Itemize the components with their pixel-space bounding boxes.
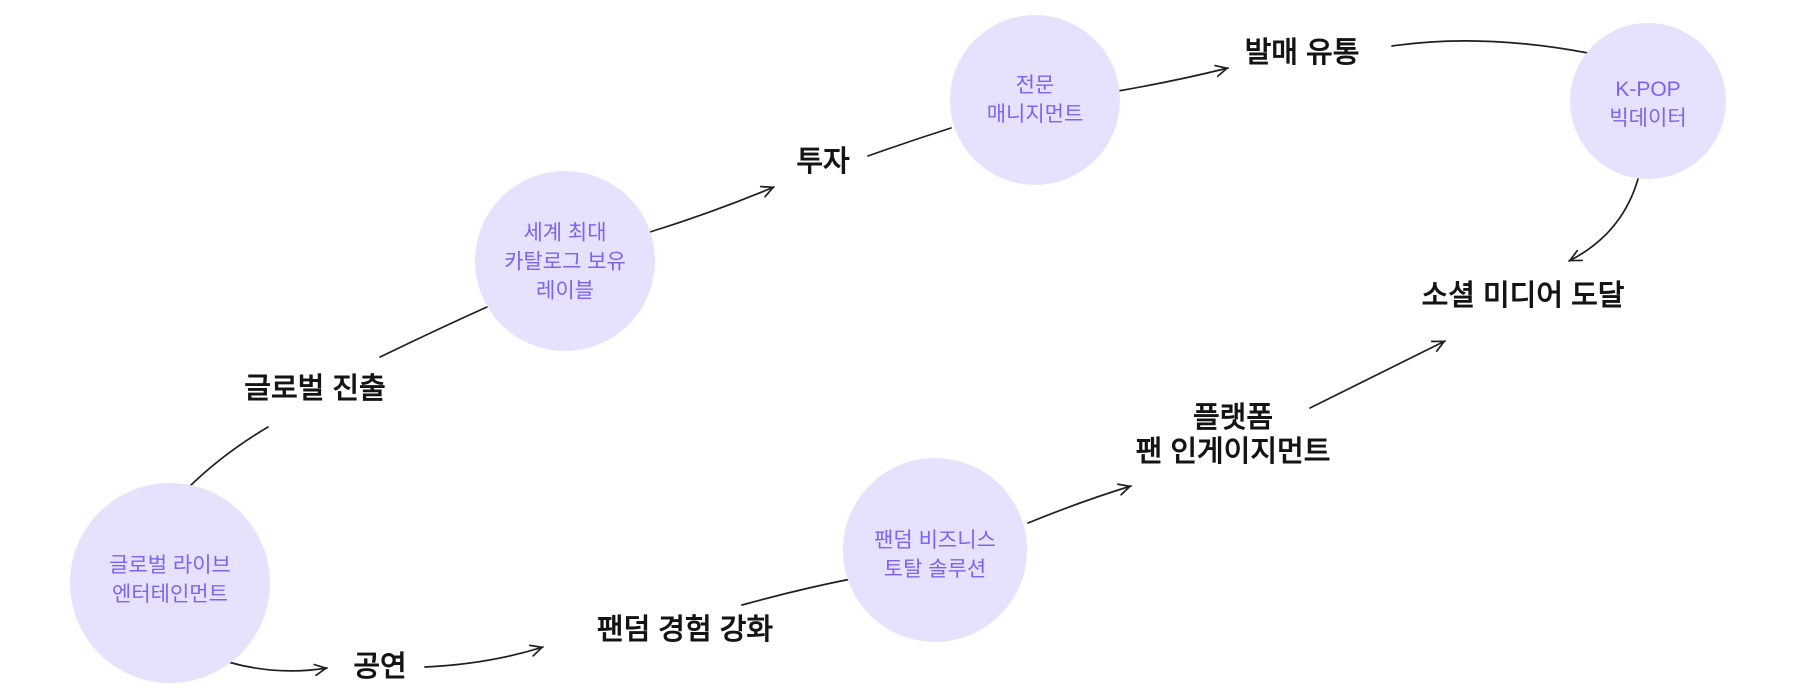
node-kpop-big-data-circle [1570, 23, 1726, 179]
edge-global-expansion-to-c2 [379, 301, 499, 358]
edge-c3-to-release-distribution [1117, 64, 1229, 92]
node-worlds-largest-catalog-label-label: 세계 최대 [523, 222, 606, 245]
edge-performance-to-fandom-experience [424, 644, 544, 668]
edge-c1-to-performance [227, 661, 328, 677]
label-platform-fan-engagement-text: 팬 인게이지먼트 [1136, 435, 1331, 468]
label-release-distribution: 발매 유통 [1245, 36, 1360, 69]
node-kpop-big-data-label: 빅데이터 [1609, 107, 1686, 130]
label-fandom-experience-boost: 팬덤 경험 강화 [597, 613, 774, 646]
node-worlds-largest-catalog-label-label: 카탈로그 보유 [504, 251, 626, 274]
edge-release-distribution-to-c4 [1391, 40, 1589, 54]
label-global-expansion: 글로벌 진출 [244, 372, 385, 405]
label-fandom-experience-boost-text: 팬덤 경험 강화 [597, 613, 774, 646]
edge-platform-to-social-media-reach [1309, 340, 1446, 409]
label-performance-text: 공연 [353, 650, 406, 683]
label-release-distribution-text: 발매 유통 [1245, 36, 1360, 69]
node-professional-management-label: 전문 [1016, 74, 1055, 97]
node-fandom-business-total-solution-label: 토탈 솔루션 [884, 558, 986, 581]
node-worlds-largest-catalog-label-circle [475, 171, 655, 351]
label-social-media-reach-text: 소셜 미디어 도달 [1422, 279, 1625, 312]
edge-c2-to-investment [649, 185, 775, 233]
edge-c4-to-social-media-reach [1568, 178, 1639, 262]
edge-fandom-experience-to-c5 [741, 578, 852, 606]
node-fandom-business-total-solution-circle [843, 458, 1027, 642]
label-performance: 공연 [353, 650, 406, 683]
node-global-live-entertainment-label: 글로벌 라이브 [109, 554, 231, 577]
node-global-live-entertainment-label: 엔터테인먼트 [112, 583, 228, 606]
label-global-expansion-text: 글로벌 진출 [244, 372, 385, 405]
node-fandom-business-total-solution-label: 팬덤 비즈니스 [874, 529, 996, 552]
node-professional-management-circle [950, 15, 1120, 185]
label-investment-text: 투자 [796, 145, 850, 178]
edge-investment-to-c3 [867, 127, 952, 157]
edge-c1-to-global-expansion [189, 426, 269, 487]
node-global-live-entertainment-circle [70, 483, 270, 683]
label-platform-fan-engagement-text: 플랫폼 [1193, 401, 1273, 434]
label-social-media-reach: 소셜 미디어 도달 [1422, 279, 1625, 312]
node-kpop-big-data-label: K-POP [1615, 78, 1680, 101]
label-investment: 투자 [796, 145, 850, 178]
node-worlds-largest-catalog-label-label: 레이블 [536, 280, 594, 303]
node-professional-management-label: 매니지먼트 [987, 103, 1084, 126]
node-kpop-big-data: K-POP 빅데이터 [1570, 23, 1726, 179]
edge-c5-to-platform-fan-engagement [1027, 483, 1132, 524]
